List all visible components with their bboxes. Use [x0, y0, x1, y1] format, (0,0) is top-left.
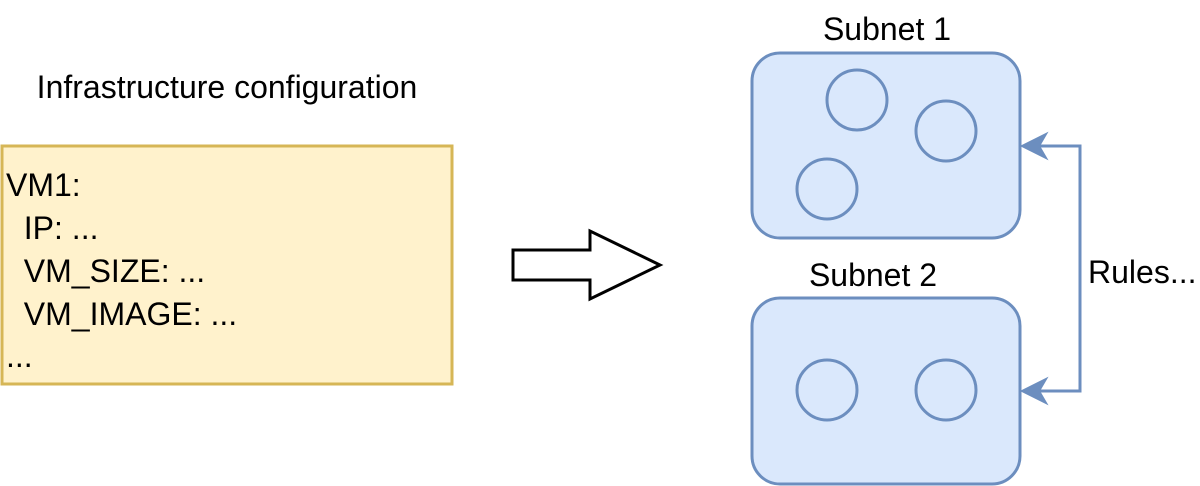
transform-arrow: [511, 228, 664, 302]
subnet-2-vm-2: [914, 358, 978, 422]
subnet-1-label: Subnet 1: [823, 11, 951, 47]
subnet-1-vm-3: [795, 157, 859, 221]
rules-arrowhead-bottom: [1019, 376, 1049, 406]
config-line-ip: IP: ...: [6, 210, 98, 246]
config-title: Infrastructure configuration: [37, 69, 418, 105]
rules-connector: [1038, 144, 1082, 393]
config-line-vm-image: VM_IMAGE: ...: [6, 296, 237, 332]
config-line-ellipsis: ...: [6, 338, 33, 374]
rules-label: Rules...: [1088, 254, 1196, 290]
subnet-1-vm-2: [914, 99, 978, 163]
config-line-vm-size: VM_SIZE: ...: [6, 253, 205, 289]
subnet-1-vm-1: [825, 68, 889, 132]
rules-arrowhead-top: [1019, 131, 1049, 161]
subnet-1-box: [750, 51, 1022, 240]
config-box: [0, 144, 454, 386]
subnet-2-box: [750, 296, 1022, 486]
subnet-2-vm-1: [795, 358, 859, 422]
subnet-2-label: Subnet 2: [809, 257, 937, 293]
config-line-vm1: VM1:: [6, 167, 81, 203]
